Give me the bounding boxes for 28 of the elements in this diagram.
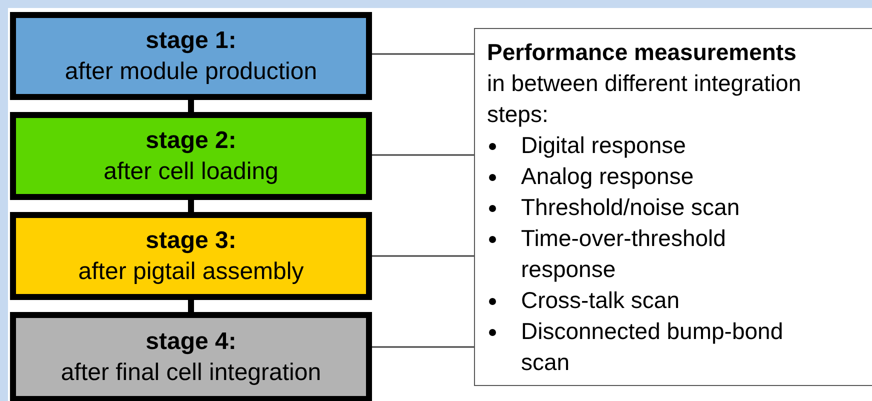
stage-title: stage 3: bbox=[146, 226, 236, 256]
stage-description: after pigtail assembly bbox=[78, 257, 304, 287]
stage-title: stage 1: bbox=[146, 26, 236, 56]
bullet-text: Analog response bbox=[521, 163, 694, 189]
stage-box bbox=[10, 112, 372, 200]
info-box bbox=[474, 28, 872, 386]
info-text: in between different integration steps: bbox=[487, 69, 802, 129]
connector-line bbox=[372, 154, 474, 156]
stage-box bbox=[10, 312, 372, 401]
bullet-text: Time-over-threshold response bbox=[521, 225, 726, 282]
stage-box bbox=[10, 12, 372, 100]
stage-box bbox=[10, 212, 372, 300]
info-heading: Performance measurements bbox=[487, 38, 798, 67]
connector-line bbox=[188, 200, 194, 212]
stage-description: after module production bbox=[64, 57, 318, 87]
bullet-text: Disconnected bump-bond scan bbox=[521, 318, 784, 375]
stage-title: stage 2: bbox=[146, 126, 236, 156]
connector-line bbox=[188, 100, 194, 112]
stage-description: after final cell integration bbox=[60, 358, 322, 388]
connector-line bbox=[188, 300, 194, 312]
bullet-text: Cross-talk scan bbox=[521, 287, 680, 313]
bullet-text: Threshold/noise scan bbox=[521, 194, 740, 220]
stage-description: after cell loading bbox=[104, 157, 278, 187]
connector-line bbox=[372, 255, 474, 257]
connector-line bbox=[372, 53, 474, 55]
connector-line bbox=[372, 346, 474, 348]
stage-title: stage 4: bbox=[146, 327, 236, 357]
bullet-text: Digital response bbox=[521, 132, 686, 158]
